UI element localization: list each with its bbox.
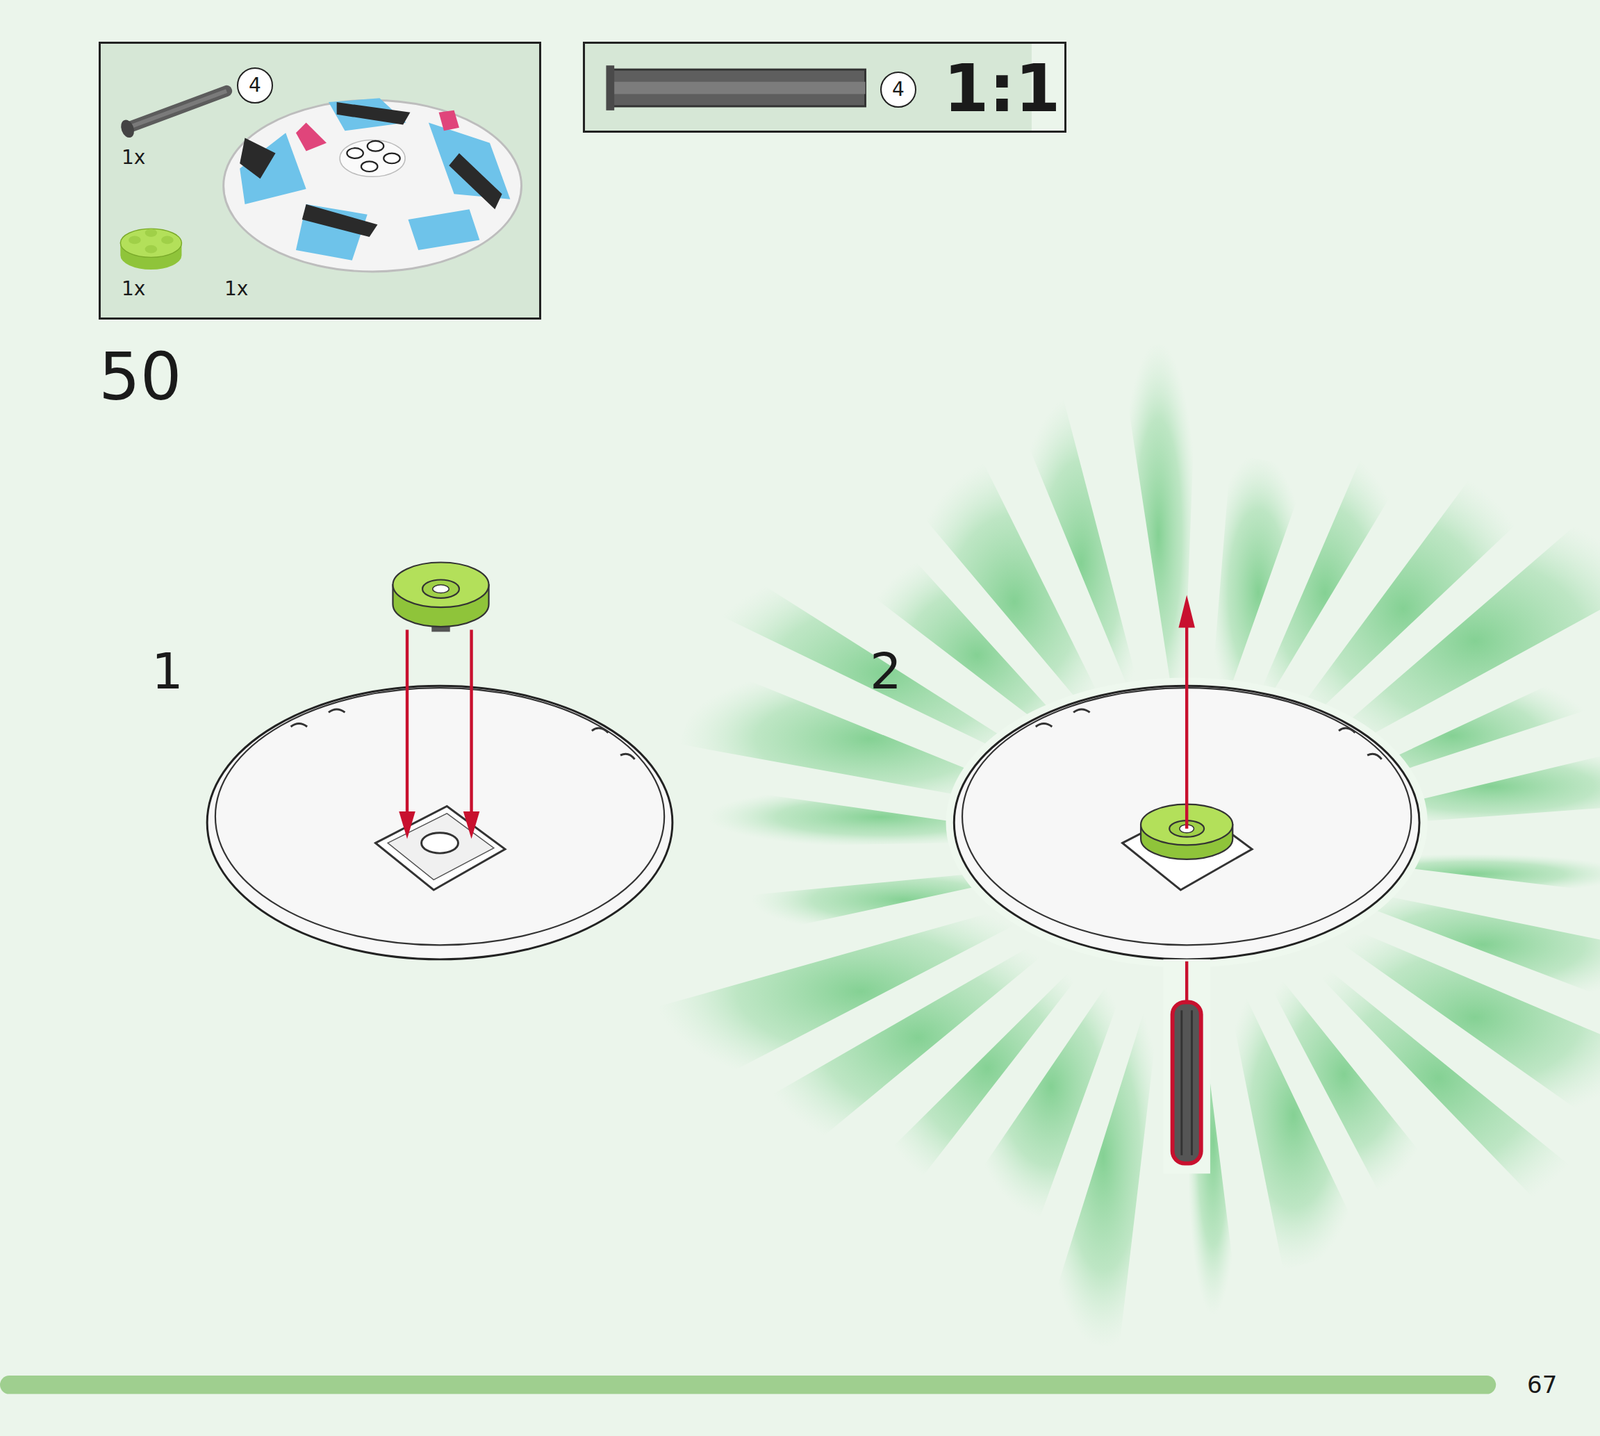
- step-number: 50: [98, 344, 183, 410]
- scale-label: 1:1: [943, 56, 1061, 122]
- burst-ray: [1221, 960, 1366, 1270]
- substep-number: 2: [869, 646, 902, 697]
- quantity-label: 1x: [121, 147, 146, 168]
- page-number: 67: [1527, 1372, 1557, 1397]
- callout-circle: 4: [236, 67, 274, 104]
- callout-circle: 4: [880, 71, 917, 108]
- callout-number: 4: [248, 75, 262, 96]
- quantity-label: 1x: [121, 279, 146, 299]
- scale-box: 1:1 4: [582, 41, 1067, 133]
- substep-number: 1: [151, 646, 184, 697]
- callout-number: 4: [892, 79, 905, 100]
- parts-list-box: 1x 1x 1x 4: [98, 41, 542, 320]
- quantity-label: 1x: [224, 279, 249, 299]
- burst-ray: [654, 892, 1067, 1091]
